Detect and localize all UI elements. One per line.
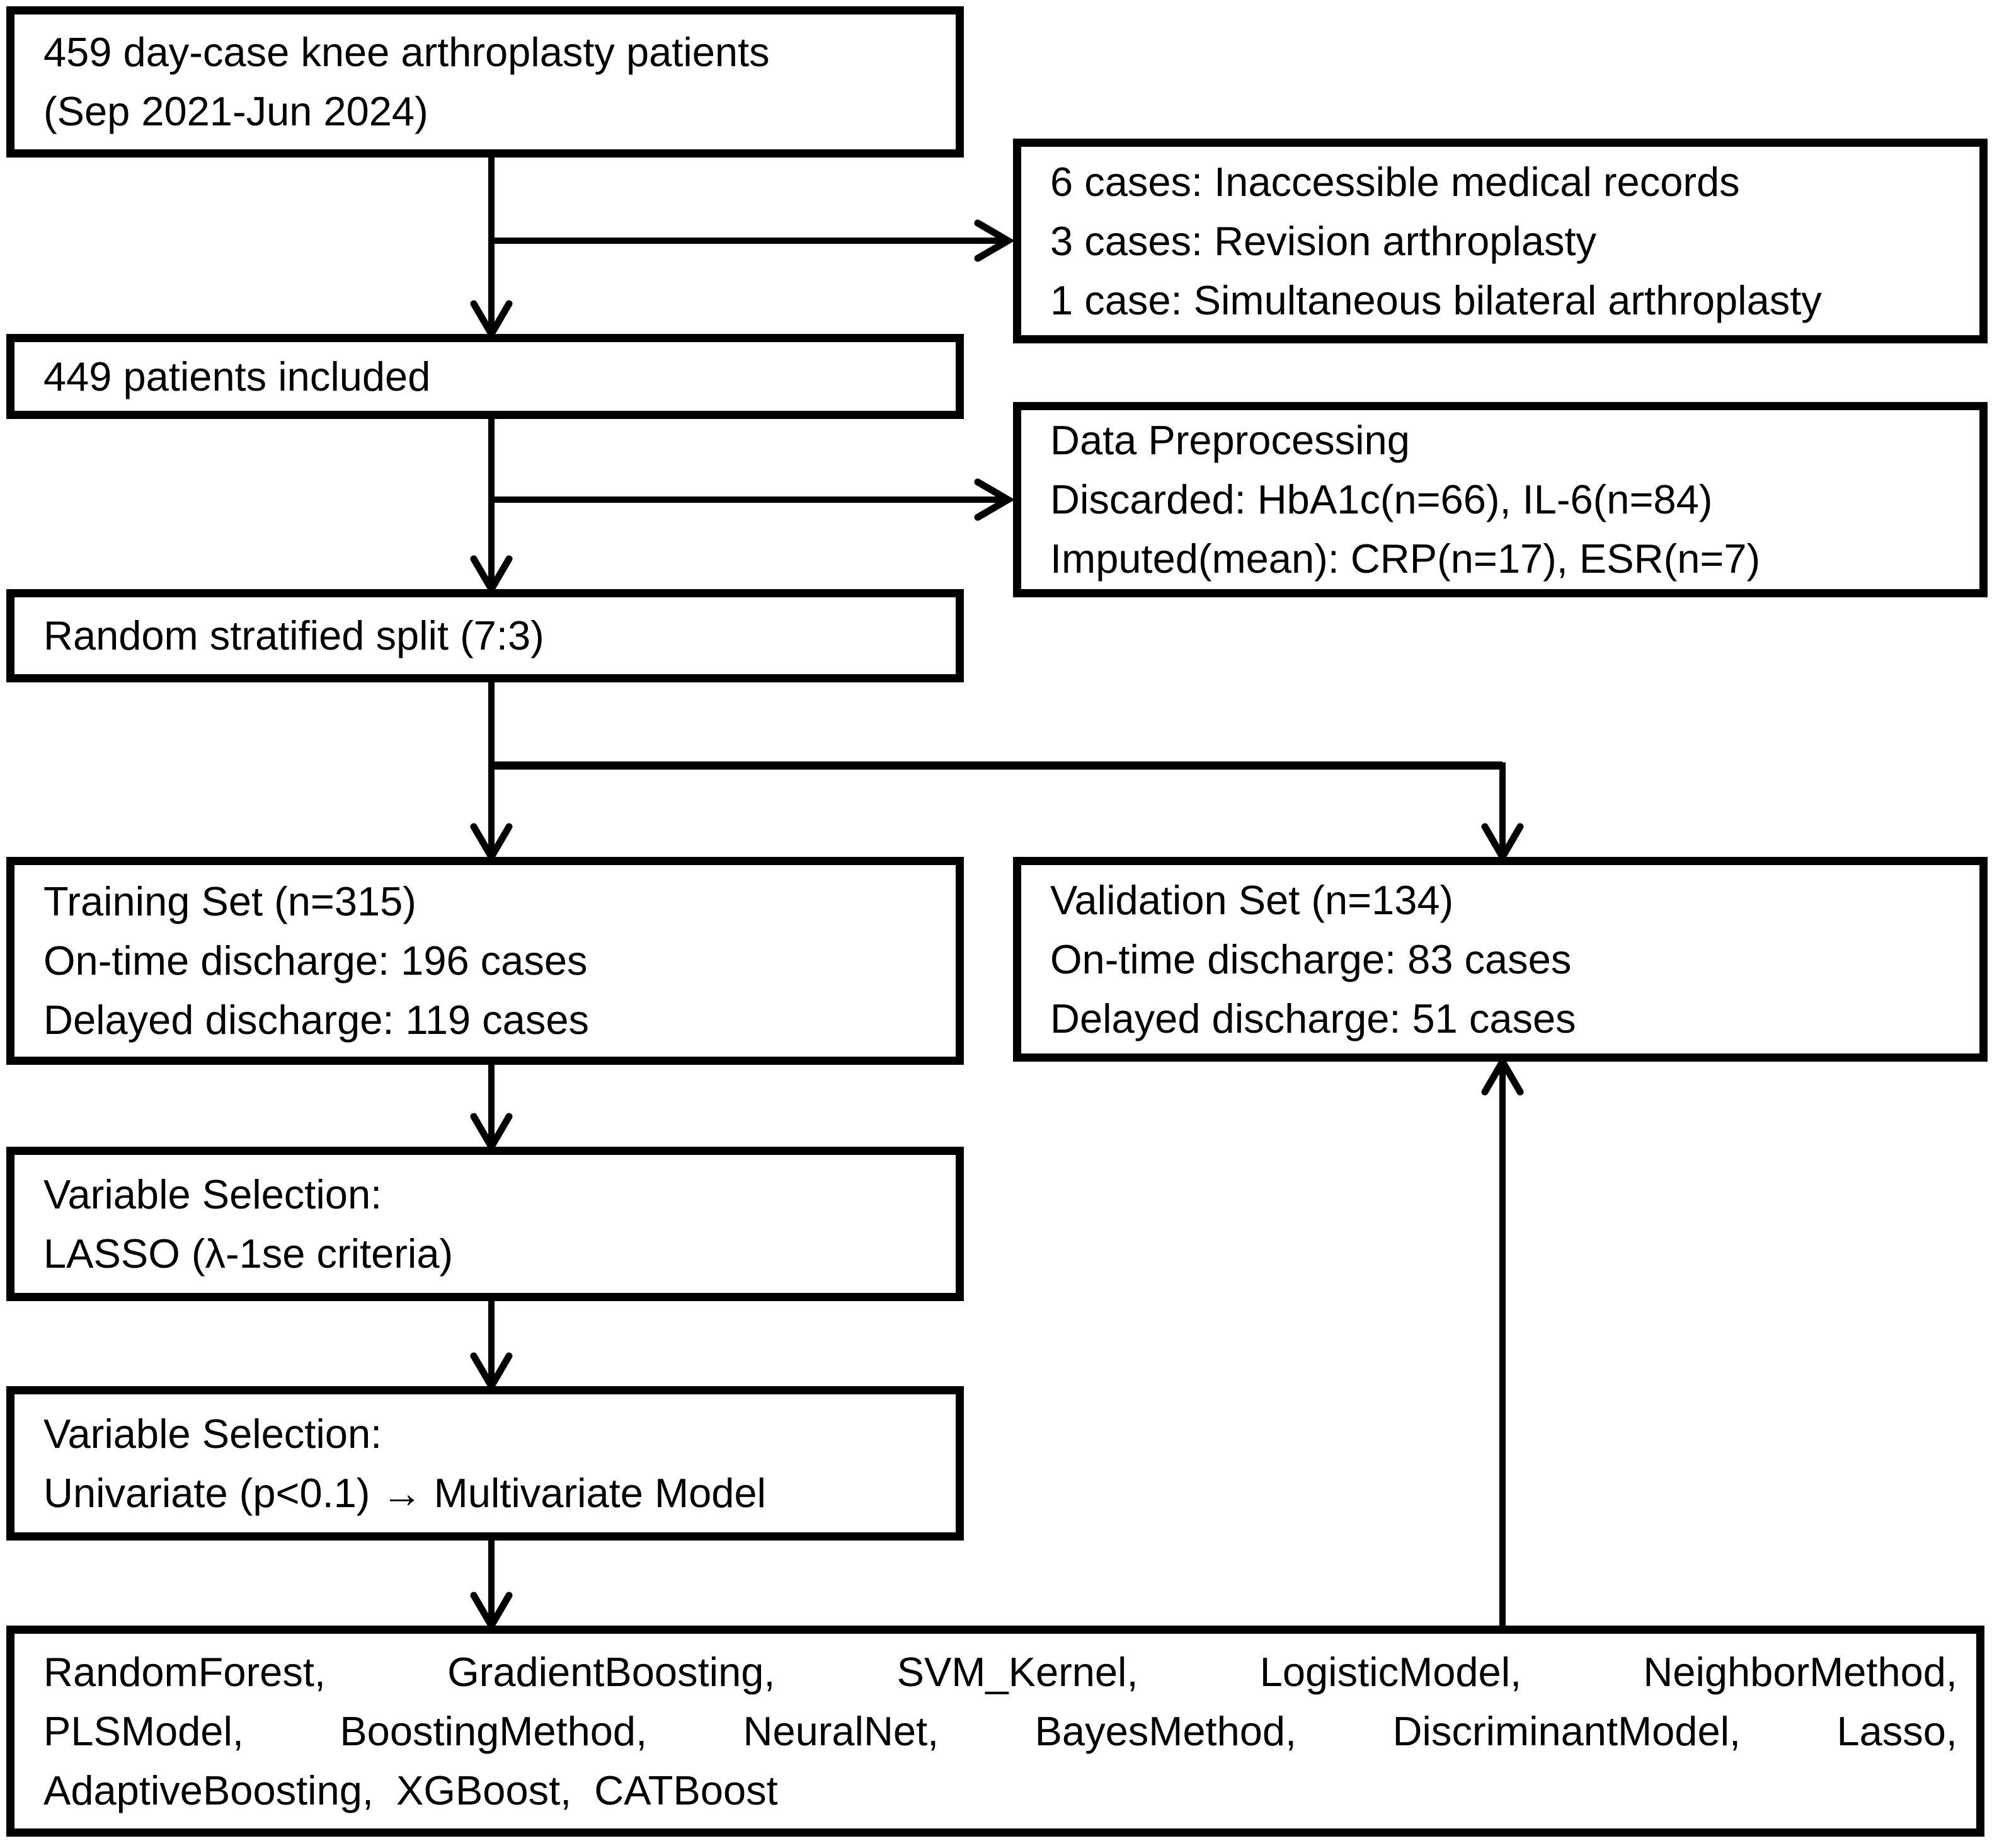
box-line: Delayed discharge: 51 cases (1050, 995, 1576, 1042)
box-line: Univariate (p<0.1) → Multivariate Model (43, 1469, 766, 1516)
box-training-set: Training Set (n=315) On-time discharge: … (6, 857, 964, 1065)
box-line: 459 day-case knee arthroplasty patients (43, 29, 770, 75)
box-line: Random stratified split (7:3) (43, 612, 544, 658)
box-line: 6 cases: Inaccessible medical records (1050, 158, 1740, 205)
box-line: Delayed discharge: 119 cases (43, 997, 589, 1043)
box-line: Variable Selection: (43, 1410, 382, 1457)
box-line: 3 cases: Revision arthroplasty (1050, 217, 1597, 264)
box-line: AdaptiveBoosting, XGBoost, CATBoost (43, 1767, 778, 1813)
box-line: PLSModel, BoostingMethod, NeuralNet, Bay… (43, 1707, 1957, 1754)
box-data-preprocessing: Data Preprocessing Discarded: HbA1c(n=66… (1013, 402, 1988, 597)
box-random-split: Random stratified split (7:3) (6, 589, 964, 682)
box-line: Validation Set (n=134) (1050, 876, 1454, 923)
box-model-list: RandomForest, GradientBoosting, SVM_Kern… (6, 1626, 1984, 1837)
box-line: On-time discharge: 83 cases (1050, 936, 1572, 982)
box-line: Training Set (n=315) (43, 878, 416, 924)
box-line: Discarded: HbA1c(n=66), IL-6(n=84) (1050, 476, 1713, 522)
arrowhead-right-exclusions (974, 219, 1015, 262)
box-line: RandomForest, GradientBoosting, SVM_Kern… (43, 1648, 1957, 1695)
box-line: (Sep 2021-Jun 2024) (43, 88, 428, 134)
box-initial-patients: 459 day-case knee arthroplasty patients … (6, 6, 964, 158)
box-variable-selection-univariate: Variable Selection: Univariate (p<0.1) →… (6, 1386, 964, 1541)
box-line: On-time discharge: 196 cases (43, 938, 588, 984)
box-line: LASSO (λ-1se criteria) (43, 1230, 454, 1277)
box-validation-set: Validation Set (n=134) On-time discharge… (1013, 857, 1988, 1062)
box-patients-included: 449 patients included (6, 334, 964, 419)
box-line: Data Preprocessing (1050, 417, 1410, 463)
box-line: Variable Selection: (43, 1171, 382, 1217)
box-line: Imputed(mean): CRP(n=17), ESR(n=7) (1050, 536, 1761, 582)
arrowhead-up-validation (1481, 1055, 1524, 1096)
box-line: 449 patients included (43, 353, 431, 399)
arrowhead-right-preprocessing (974, 478, 1015, 521)
box-line: 1 case: Simultaneous bilateral arthropla… (1050, 277, 1822, 323)
box-exclusions: 6 cases: Inaccessible medical records 3 … (1013, 139, 1988, 343)
box-variable-selection-lasso: Variable Selection: LASSO (λ-1se criteri… (6, 1147, 964, 1301)
